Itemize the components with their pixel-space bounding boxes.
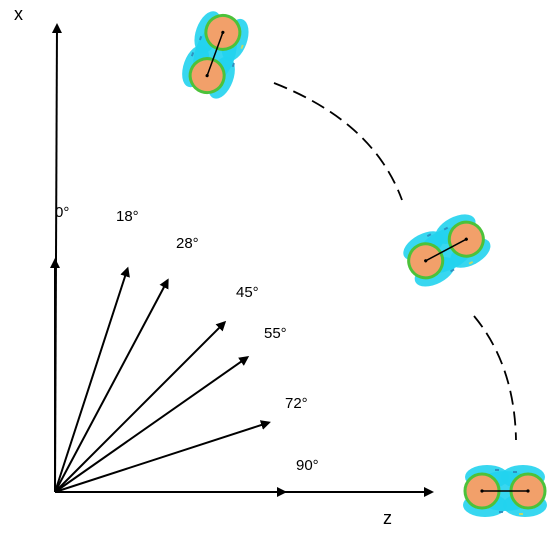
angle-vector-45 (54, 320, 227, 493)
angle-label-45: 45° (236, 284, 259, 301)
rotation-arc-upper (273, 82, 403, 201)
molecule-top (182, 11, 249, 99)
angle-vector-72 (54, 420, 271, 493)
angle-label-72: 72° (285, 395, 308, 412)
angle-label-18: 18° (116, 208, 139, 225)
bond-line (425, 238, 467, 262)
angle-label-28: 28° (176, 235, 199, 252)
molecule-bottom (463, 465, 547, 517)
angle-vector-18 (54, 266, 130, 493)
molecule-middle (403, 214, 491, 287)
angle-vector-55 (54, 356, 250, 493)
x-axis-label: x (14, 4, 23, 24)
angle-vectors (50, 258, 287, 497)
molecule-layer (182, 11, 547, 517)
bond-line (206, 32, 224, 76)
angle-label-90: 90° (296, 457, 319, 474)
angle-label-0: 0° (55, 204, 69, 221)
angle-label-55: 55° (264, 325, 287, 342)
z-axis-label: z (383, 508, 392, 528)
angle-vector-28 (54, 278, 169, 493)
rotation-arc-lower (473, 315, 517, 441)
